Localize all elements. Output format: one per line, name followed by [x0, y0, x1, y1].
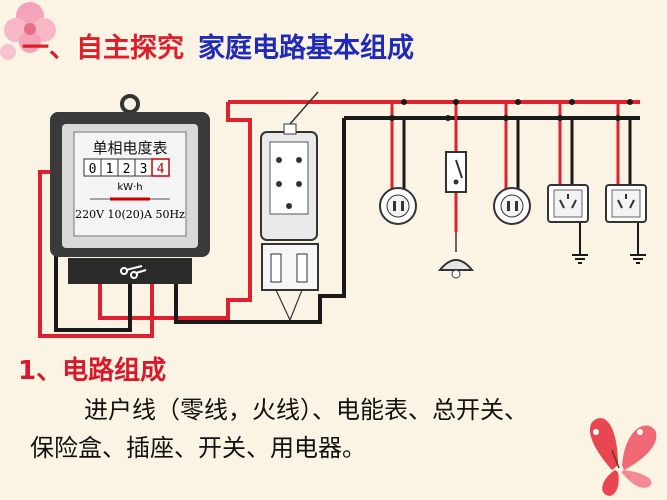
- meter-digit: 1: [106, 162, 114, 177]
- lamp-icon: [437, 232, 475, 279]
- meter-digits: [83, 158, 170, 177]
- meter-rating: 220V 10(20)A 50Hz: [75, 208, 185, 221]
- meter-unit: kW·h: [117, 182, 142, 193]
- incoming-live-wire: [38, 170, 154, 338]
- electricity-meter: 单相电度表 0 1 2 3 4 kW·h 220V 10(20)A 50Hz: [50, 94, 210, 284]
- socket-icon: [547, 184, 589, 223]
- meter-name: 单相电度表: [92, 139, 167, 157]
- meter-digit: 2: [123, 162, 131, 177]
- meter-digit: 3: [140, 162, 148, 177]
- meter-digit: 0: [89, 162, 97, 177]
- title-section-label: 一、自主探究: [22, 33, 184, 64]
- switch-icon: [445, 151, 467, 193]
- butterfly-icon: [589, 418, 657, 496]
- meter-digit: 4: [157, 162, 165, 177]
- main-switch: [260, 91, 319, 241]
- page-title: 一、自主探究家庭电路基本组成: [22, 26, 414, 65]
- flower-icon: [0, 2, 56, 60]
- title-topic: 家庭电路基本组成: [198, 33, 414, 64]
- fuse-box: [261, 243, 319, 321]
- live-wire-to-switch: [98, 102, 252, 320]
- socket-icon: [379, 187, 417, 225]
- content-line: 进户线（零线，火线）、电能表、总开关、: [84, 396, 528, 424]
- socket-icon: [605, 184, 647, 223]
- neutral-wire-to-switch: [174, 118, 346, 324]
- scissors-icon: [120, 265, 147, 279]
- socket-icon: [493, 187, 531, 225]
- content-heading: 1、电路组成: [18, 356, 167, 386]
- content-line: 保险盒、插座、开关、用电器。: [30, 434, 366, 462]
